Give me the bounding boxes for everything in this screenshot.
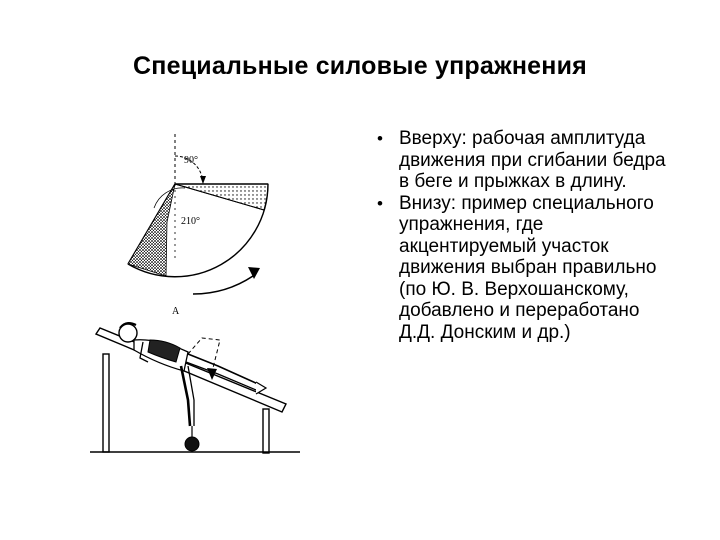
slide-title: Специальные силовые упражнения <box>133 52 587 80</box>
bullet-item-top: • Вверху: рабочая амплитуда движения при… <box>372 128 672 193</box>
bullet-marker: • <box>377 129 383 148</box>
bullet-list: • Вверху: рабочая амплитуда движения при… <box>372 128 672 343</box>
corner-label: А <box>172 306 180 317</box>
bullet-text-top: Вверху: рабочая амплитуда движения при с… <box>399 128 666 192</box>
bullet-item-bottom: • Внизу: пример специального упражнения,… <box>372 193 672 344</box>
bullet-text-bottom: Внизу: пример специального упражнения, г… <box>399 192 657 343</box>
bullet-marker: • <box>377 193 383 213</box>
athlete-on-bars-drawing <box>90 321 300 454</box>
angle-label-210: 210° <box>181 216 200 227</box>
exercise-illustration: 90° 210° А <box>90 134 300 454</box>
angle-label-90: 90° <box>184 155 198 166</box>
amplitude-diagram <box>127 134 269 295</box>
